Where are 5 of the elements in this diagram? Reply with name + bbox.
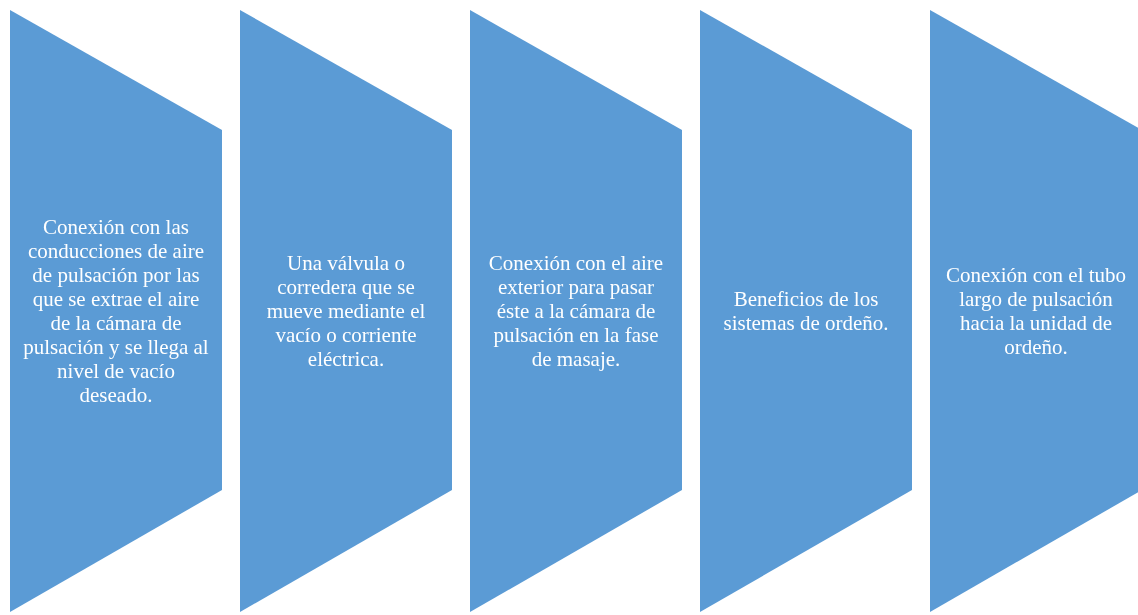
step-text: Conexión con el tubo largo de pulsación hacia la unidad de ordeño.: [944, 263, 1128, 359]
step-text: Beneficios de los sistemas de ordeño.: [722, 287, 890, 335]
step-text: Una válvula o corredera que se mueve mediante el vacío o corriente eléctrica.: [265, 251, 427, 371]
step-text: Conexión con las conducciones de aire de pulsación por las que se extrae el aire de la cámara de pulsación y se llega al nivel de vacío deseado.: [22, 215, 210, 407]
step-text: Conexión con el aire exterior para pasar éste a la cámara de pulsación en la fase de masaje.: [487, 251, 665, 371]
